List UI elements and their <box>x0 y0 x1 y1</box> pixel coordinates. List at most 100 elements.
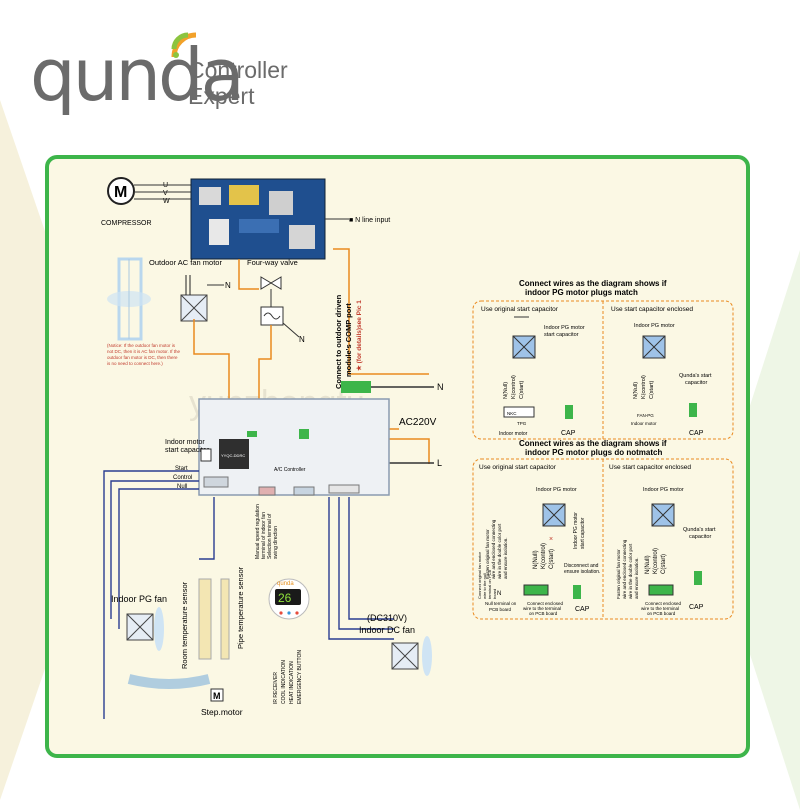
svg-text:C(start): C(start) <box>519 381 525 400</box>
svg-text:CAP: CAP <box>689 430 704 437</box>
svg-text:N: N <box>437 382 444 392</box>
svg-text:qunda: qunda <box>277 581 294 587</box>
svg-text:N(Null): N(Null) <box>633 382 639 399</box>
svg-text:Indoor PG motor: Indoor PG motor <box>573 512 579 549</box>
indoor-pg-fan: Indoor PG fan <box>111 594 211 689</box>
svg-text:N(Null): N(Null) <box>503 382 509 399</box>
svg-text:FAN-PG: FAN-PG <box>637 413 654 418</box>
svg-text:wire and enclosed connecting: wire and enclosed connecting <box>622 539 627 599</box>
svg-text:N(Null): N(Null) <box>645 555 651 574</box>
svg-text:N(Null): N(Null) <box>533 550 539 569</box>
svg-text:M: M <box>213 691 221 701</box>
svg-text:capacitor: capacitor <box>685 380 707 386</box>
svg-text:PCB board: PCB board <box>489 607 512 612</box>
logo-tagline-expert: Expert <box>188 83 255 109</box>
brand-logo: qunda Controller Expert <box>30 25 330 135</box>
svg-text:indoor PG motor plugs do notma: indoor PG motor plugs do notmatch <box>525 448 662 457</box>
svg-text:start capacitor: start capacitor <box>544 332 579 338</box>
wiring-diagram: yunzhongfu M U V W COMPRESSOR ■ N line i… <box>101 177 734 719</box>
svg-text:Control: Control <box>173 475 192 481</box>
svg-text:K(control): K(control) <box>641 375 647 399</box>
svg-text:C(start): C(start) <box>549 549 555 569</box>
svg-text:and ensure isolation.: and ensure isolation. <box>634 557 639 599</box>
svg-text:terminal on PCB: terminal on PCB <box>487 570 492 599</box>
svg-text:ensure isolation.: ensure isolation. <box>564 569 600 575</box>
svg-text:Indoor PG motor: Indoor PG motor <box>536 487 577 493</box>
outdoor-fan: Outdoor AC fan motor N (Notice: If the o… <box>107 257 231 366</box>
svg-text:(Notice: If the outdoor fan mo: (Notice: If the outdoor fan motor is <box>107 343 176 348</box>
svg-text:Indoor motor: Indoor motor <box>499 431 528 437</box>
svg-text:N: N <box>299 335 305 344</box>
compressor-label: COMPRESSOR <box>101 220 152 227</box>
signal-icon <box>171 32 197 58</box>
room-sensor-label: Room temperature sensor <box>180 581 189 669</box>
svg-text:Connect wires as the diagram s: Connect wires as the diagram shows if <box>519 439 667 448</box>
svg-text:HEAT INDICATION: HEAT INDICATION <box>289 661 295 704</box>
svg-text:Disconnect and: Disconnect and <box>564 563 599 569</box>
svg-text:26: 26 <box>278 591 292 605</box>
svg-text:wire and enclosed connecting: wire and enclosed connecting <box>491 519 496 579</box>
svg-text:is no need to connect here.): is no need to connect here.) <box>107 361 163 366</box>
svg-text:×: × <box>549 536 553 543</box>
svg-text:W: W <box>163 198 170 205</box>
wiring-diagram-frame: yunzhongfu M U V W COMPRESSOR ■ N line i… <box>45 155 750 758</box>
svg-text:Qunda's start: Qunda's start <box>683 527 716 533</box>
svg-text:indoor PG motor plugs match: indoor PG motor plugs match <box>525 288 638 297</box>
svg-text:Use start capacitor enclosed: Use start capacitor enclosed <box>611 306 693 313</box>
pipe-sensor-label: Pipe temperature sensor <box>236 566 245 649</box>
svg-text:EMERGENCY BUTTON: EMERGENCY BUTTON <box>297 650 303 704</box>
svg-text:Indoor motor: Indoor motor <box>631 421 657 426</box>
svg-text:K(control): K(control) <box>541 543 547 569</box>
n-line-input-label: ■ N line input <box>349 217 390 224</box>
indoor-start-cap-label-1: Indoor motor <box>165 439 205 446</box>
svg-text:K(control): K(control) <box>511 375 517 399</box>
svg-text:IR RECEIVER: IR RECEIVER <box>273 672 279 704</box>
svg-text:swing direction: swing direction <box>273 526 279 559</box>
svg-text:board: board <box>492 589 497 599</box>
step-motor: M Step.motor <box>201 688 243 717</box>
svg-text:NKC: NKC <box>507 411 517 416</box>
svg-text:and ensure isolation.: and ensure isolation. <box>503 537 508 579</box>
svg-text:Selection terminal of: Selection terminal of <box>267 513 273 559</box>
svg-text:M: M <box>114 184 127 201</box>
notmatch-panel: Connect wires as the diagram shows if in… <box>472 439 734 620</box>
svg-text:Qunda's start: Qunda's start <box>679 373 712 379</box>
logo-wordmark: qunda <box>30 33 245 117</box>
compressor: M U V W COMPRESSOR <box>101 177 191 227</box>
svg-text:not DC, then it is AC fan moto: not DC, then it is AC fan motor. If the <box>107 349 181 354</box>
svg-text:Indoor PG motor: Indoor PG motor <box>634 323 675 329</box>
svg-text:Manual speed regulation: Manual speed regulation <box>255 504 261 559</box>
svg-text:Null: Null <box>177 484 187 490</box>
svg-text:module's COMP port: module's COMP port <box>344 303 353 377</box>
svg-text:wire in the double color port: wire in the double color port <box>628 543 633 599</box>
svg-text:Indoor DC fan: Indoor DC fan <box>359 625 415 635</box>
svg-text:N: N <box>225 281 231 290</box>
svg-text:Use original start capacitor: Use original start capacitor <box>481 306 559 313</box>
svg-text:TPG: TPG <box>517 421 527 426</box>
svg-text:CAP: CAP <box>689 604 704 611</box>
svg-text:Connect enclosed: Connect enclosed <box>527 601 564 606</box>
sensors: Room temperature sensor Pipe temperature… <box>180 504 279 669</box>
comp-port-note: Connect to outdoor driven module's COMP … <box>334 294 363 389</box>
indoor-start-cap-label-2: start capacitor <box>165 447 210 454</box>
svg-text:on PCB board: on PCB board <box>529 611 558 616</box>
svg-text:Indoor PG fan: Indoor PG fan <box>111 594 167 604</box>
svg-text:Connect enclosed: Connect enclosed <box>645 601 682 606</box>
controller-label: A/C Controller <box>274 467 306 473</box>
svg-text:wire to the terminal: wire to the terminal <box>523 606 561 611</box>
svg-text:Start: Start <box>175 466 188 472</box>
four-way-valve: Four-way valve N <box>247 258 305 344</box>
svg-text:K(control): K(control) <box>653 548 659 574</box>
svg-text:capacitor: capacitor <box>689 534 711 540</box>
svg-text:wire to the null: wire to the null <box>482 573 487 599</box>
display-panel: qunda 26 IR RECEIVER COOL INDICATION HEA… <box>268 578 310 704</box>
step-motor-label: Step.motor <box>201 707 243 717</box>
svg-text:★ (for details)see Pic 1: ★ (for details)see Pic 1 <box>355 300 363 371</box>
svg-text:Fasten original fan motor: Fasten original fan motor <box>485 529 490 579</box>
svg-text:COOL INDICATION: COOL INDICATION <box>281 660 287 704</box>
outdoor-fan-label: Outdoor AC fan motor <box>149 258 222 267</box>
svg-text:Use start capacitor enclosed: Use start capacitor enclosed <box>609 464 691 471</box>
svg-text:L: L <box>437 458 442 468</box>
svg-text:wire to the terminal: wire to the terminal <box>641 606 679 611</box>
svg-text:C(start): C(start) <box>661 554 667 574</box>
